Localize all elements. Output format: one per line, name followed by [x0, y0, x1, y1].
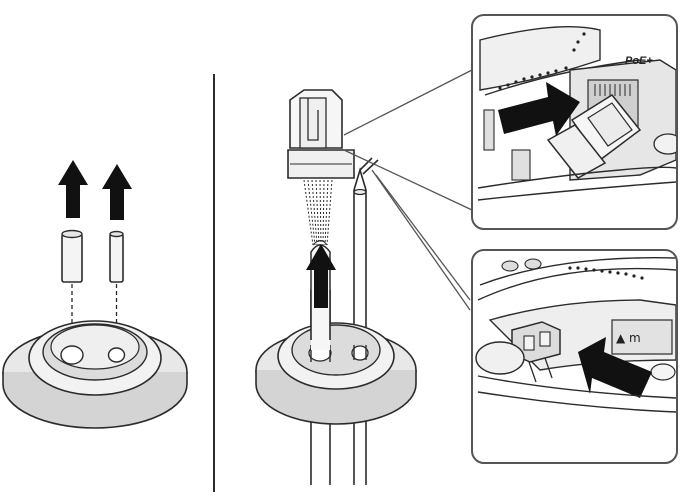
grommet-plug-large	[61, 229, 83, 283]
power-cable	[353, 157, 379, 196]
left-panel	[2, 160, 188, 429]
rj45-connector-icon	[546, 94, 642, 179]
callout-line	[375, 174, 471, 301]
grommet-icon	[2, 320, 188, 429]
power-terminal-icon	[511, 321, 561, 383]
bottom-inset: ▲ m	[471, 249, 678, 464]
grommet-icon	[255, 322, 417, 425]
svg-text:▲ m: ▲ m	[616, 331, 641, 345]
right-arrow-icon	[498, 82, 580, 136]
rj45-connector-icon	[287, 89, 355, 179]
up-arrow-icon	[58, 160, 88, 218]
poe-label: PoE+	[625, 55, 653, 67]
up-arrow-icon	[306, 244, 336, 308]
callout-line	[371, 169, 471, 311]
up-left-arrow-icon	[578, 337, 652, 398]
top-inset: PoE+	[471, 14, 678, 230]
grommet-plug-small	[109, 230, 124, 283]
callout-line	[343, 69, 473, 136]
up-arrow-icon	[102, 164, 132, 220]
right-panel	[255, 69, 473, 485]
callout-line	[343, 149, 473, 211]
